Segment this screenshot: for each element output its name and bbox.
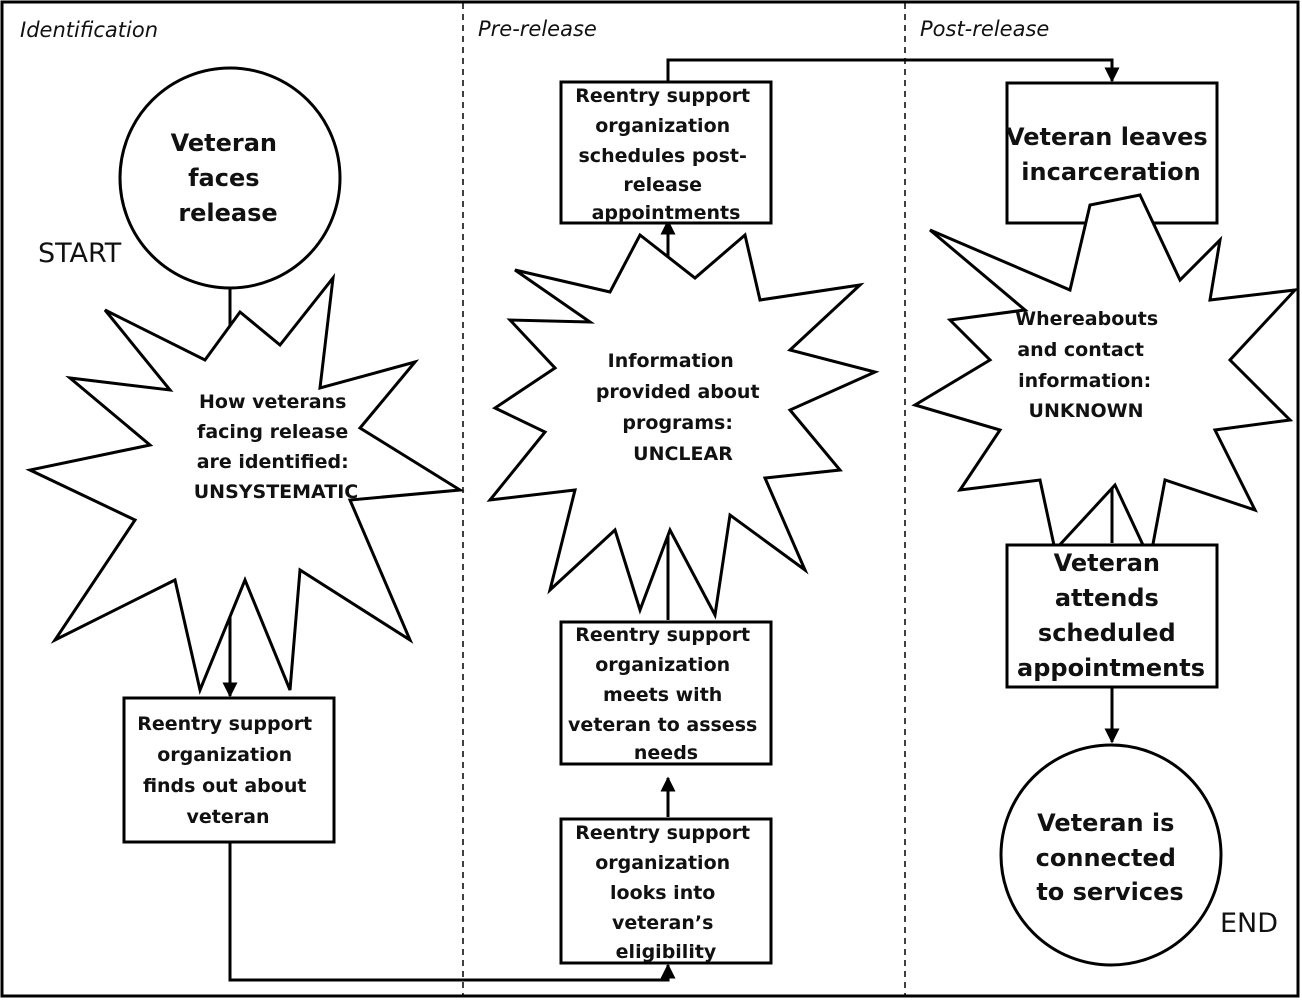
node-schedules (559, 80, 773, 225)
node-faces-release-label: Veteran faces release (171, 129, 286, 227)
node-leaves-label: Veteran leaves incarceration (1006, 123, 1216, 186)
lane-title-pre-release: Pre-release (478, 17, 597, 41)
node-connected (999, 743, 1223, 967)
node-identified-issue-label: How veterans facing release are identifi… (194, 391, 359, 503)
node-faces-release (118, 66, 342, 290)
node-connected-label: Veteran is connected to services (1036, 809, 1185, 906)
lane-title-post-release: Post-release (920, 17, 1049, 41)
node-eligibility (559, 817, 773, 965)
node-assess-needs (559, 620, 773, 766)
node-schedules-label: Reentry support organization schedules p… (575, 85, 757, 224)
node-eligibility-label: Reentry support organization looks into … (575, 822, 757, 963)
node-info-issue (486, 232, 880, 620)
node-whereabouts-issue (911, 193, 1299, 565)
start-marker: START (38, 238, 122, 269)
node-attends (1005, 543, 1219, 689)
node-info-issue-label: Information provided about programs: UNC… (596, 350, 766, 465)
node-assess-needs-label: Reentry support organization meets with … (568, 624, 764, 764)
end-marker: END (1220, 908, 1278, 939)
lane-title-identification: Identification (20, 18, 158, 42)
node-attends-label: Veteran attends scheduled appointments (1017, 549, 1205, 682)
node-finds-out-label: Reentry support organization finds out a… (137, 713, 319, 828)
edge-schedules-to-leaves (666, 58, 1120, 83)
node-finds-out (122, 696, 336, 844)
node-identified-issue (25, 272, 465, 695)
edge-finds-out-to-eligibility (228, 842, 676, 982)
node-whereabouts-issue-label: Whereabouts and contact information: UNK… (1015, 308, 1165, 422)
